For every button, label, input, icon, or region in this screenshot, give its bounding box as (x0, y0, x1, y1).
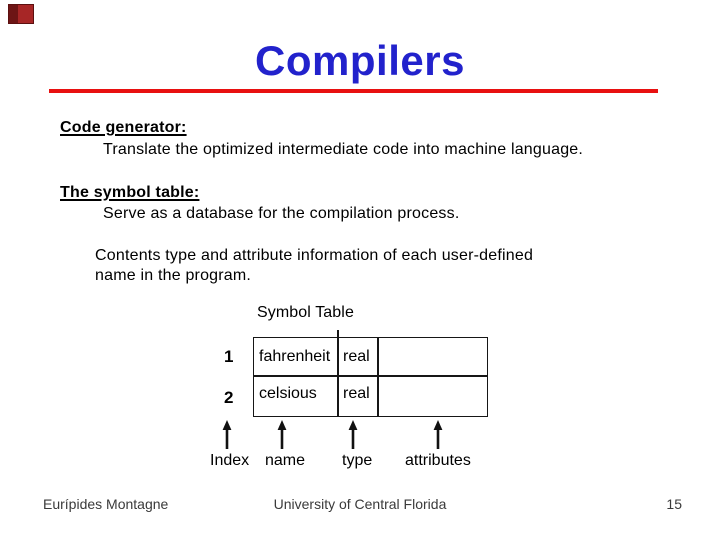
up-arrow-icon (277, 420, 287, 449)
column-label-type: type (342, 452, 373, 469)
cell-row2-type: real (343, 385, 370, 402)
table-divider-name-type (337, 330, 339, 417)
column-label-name: name (265, 452, 306, 469)
cell-row2-name: celsious (259, 385, 317, 402)
section-heading-code-generator: Code generator: (60, 119, 187, 136)
column-label-attributes: attributes (405, 452, 471, 469)
up-arrow-icon (433, 420, 443, 449)
contents-paragraph-line-2: name in the program. (95, 267, 252, 284)
table-divider-type-attributes (377, 337, 379, 417)
cell-row1-type: real (343, 348, 370, 365)
up-arrow-icon (222, 420, 232, 449)
row-index-2: 2 (224, 388, 234, 407)
footer-page-number: 15 (666, 496, 682, 512)
table-caption: Symbol Table (257, 304, 354, 321)
section-heading-symbol-table: The symbol table: (60, 184, 200, 201)
section-detail-code-generator: Translate the optimized intermediate cod… (103, 141, 584, 158)
row-index-1: 1 (224, 347, 234, 366)
column-label-index: Index (210, 452, 250, 469)
footer-institution: University of Central Florida (273, 496, 447, 512)
symbol-table (253, 337, 488, 417)
corner-mark-icon (8, 4, 34, 24)
section-detail-symbol-table: Serve as a database for the compilation … (103, 205, 460, 222)
title-rule (49, 89, 658, 93)
up-arrow-icon (348, 420, 358, 449)
footer-author: Eurípides Montagne (43, 496, 169, 512)
cell-row1-name: fahrenheit (259, 348, 331, 365)
page-title: Compilers (255, 37, 465, 84)
contents-paragraph-line-1: Contents type and attribute information … (95, 247, 534, 264)
table-row-divider (253, 375, 488, 377)
